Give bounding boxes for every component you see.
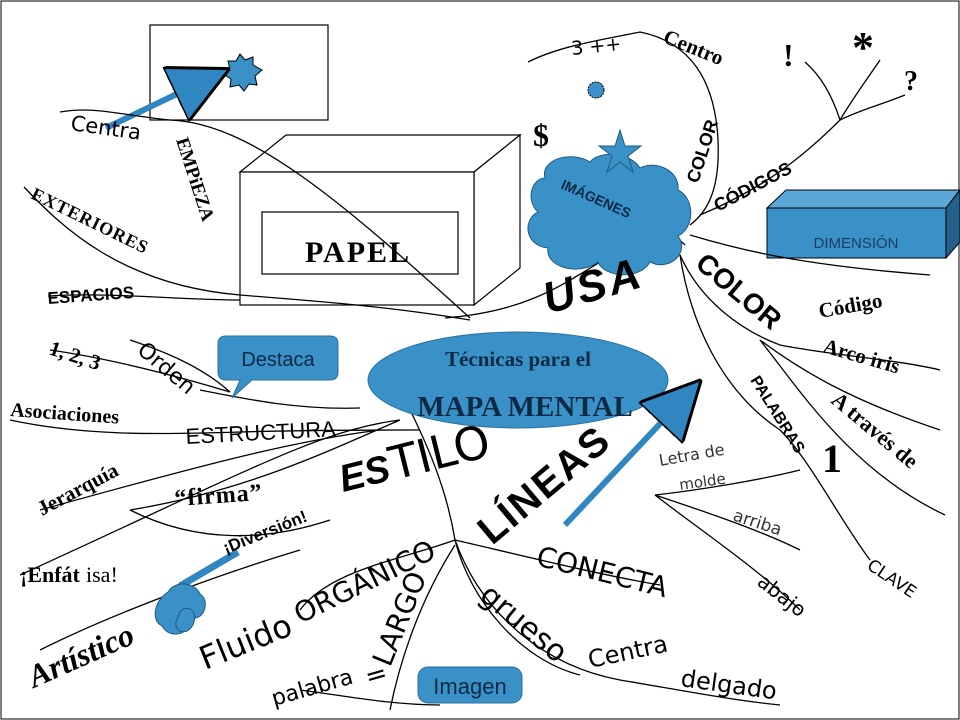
papel-box: [238, 133, 522, 307]
label-lineas: LÍNEAS: [469, 416, 619, 552]
label-diversion: ¡Diversión!: [220, 507, 309, 558]
label-fluido: Fluido: [194, 606, 298, 677]
label-empieza: EMPiEZA: [171, 135, 218, 224]
label-exteriores: EXTERIORES: [28, 184, 152, 258]
label-grueso: grueso: [473, 577, 574, 670]
label-estructura: ESTRUCTURA: [185, 416, 337, 449]
label-color-big: COLOR: [690, 247, 787, 336]
label-estilo-es: ES: [335, 448, 394, 501]
label-arriba: arriba: [730, 506, 784, 540]
label-asterisk: *: [852, 23, 874, 72]
destaca-callout: [217, 335, 339, 399]
label-asociaciones: Asociaciones: [10, 399, 120, 429]
label-enfatisa-b: isa!: [86, 562, 118, 587]
label-arco-iris: Arco iris: [821, 334, 903, 379]
label-exclaim: !: [783, 37, 794, 73]
label-conecta: CONECTA: [533, 540, 671, 604]
arrow-icon-lineas: [562, 397, 685, 528]
star-icon: [597, 128, 643, 174]
center-title-line1: Técnicas para el: [445, 347, 591, 371]
label-dollar: $: [533, 117, 549, 153]
label-uno-dos-tres: 1, 2, 3: [46, 336, 103, 375]
label-estilo-tilo: TILO: [383, 414, 496, 491]
label-one: 1: [822, 436, 842, 481]
label-palabra: palabra: [269, 665, 356, 712]
label-letra-de: Letra de: [657, 440, 726, 470]
branch-lines: [9, 31, 946, 711]
label-delgado: delgado: [679, 664, 778, 705]
imagen-badge-label: Imagen: [433, 674, 506, 699]
label-palabras: PALABRAS: [747, 373, 808, 457]
label-jerarquia: Jerarquía: [33, 458, 123, 521]
brush-icon: [154, 548, 240, 635]
dimension-box: [765, 189, 960, 260]
label-molde: molde: [678, 470, 727, 494]
imagen-badge: [417, 666, 523, 704]
label-artistico: Artístico: [20, 616, 139, 695]
center-title-line2: MAPA MENTAL: [417, 391, 633, 423]
dimension-label: DIMENSIÓN: [813, 235, 898, 252]
label-clave: CLAVE: [863, 556, 919, 603]
label-3-plus: 3 ++: [570, 33, 622, 60]
label-abajo: abajo: [753, 569, 811, 622]
sun-icon: [587, 81, 605, 99]
label-question: ?: [904, 66, 918, 97]
label-centra-bottom: Centra: [585, 630, 670, 674]
destaca-label: Destaca: [241, 349, 315, 371]
label-espacios: ESPACIOS: [47, 283, 135, 308]
papel-label: PAPEL: [305, 236, 411, 269]
label-codigo: Código: [817, 288, 884, 323]
label-firma: “firma”: [174, 480, 264, 512]
arrow-icon: [104, 79, 208, 131]
label-enfatisa-a: ¡Enfát: [20, 562, 81, 587]
